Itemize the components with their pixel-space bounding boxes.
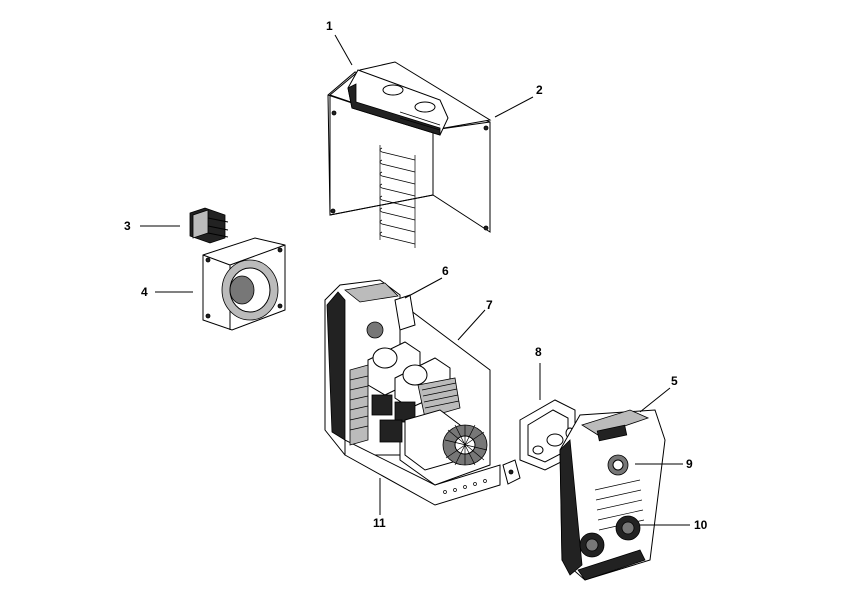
top-cover-assembly — [327, 61, 492, 248]
callout-6: 6 — [442, 264, 449, 278]
power-switch — [189, 207, 229, 244]
heatsinks — [349, 364, 461, 446]
callout-11: 11 — [373, 516, 386, 530]
callout-10: 10 — [694, 518, 708, 532]
callout-2: 2 — [536, 83, 543, 97]
cover-louvres — [379, 145, 416, 248]
callout-5: 5 — [671, 374, 678, 388]
callout-1: 1 — [326, 19, 333, 33]
cooling-fan — [202, 237, 286, 331]
toroidal-coil — [442, 424, 488, 466]
front-panel-assembly — [559, 409, 666, 581]
carry-handle — [347, 69, 449, 136]
leader-lines — [140, 34, 690, 526]
chassis-assembly — [324, 279, 501, 506]
callout-3: 3 — [124, 219, 131, 233]
base-plate-holes — [443, 479, 487, 494]
callout-9: 9 — [686, 457, 693, 471]
callout-labels: 1 2 3 4 5 6 7 8 9 10 11 — [124, 19, 708, 532]
connector-clip — [502, 459, 521, 485]
callout-8: 8 — [535, 345, 542, 359]
callout-7: 7 — [486, 298, 493, 312]
callout-4: 4 — [141, 285, 148, 299]
